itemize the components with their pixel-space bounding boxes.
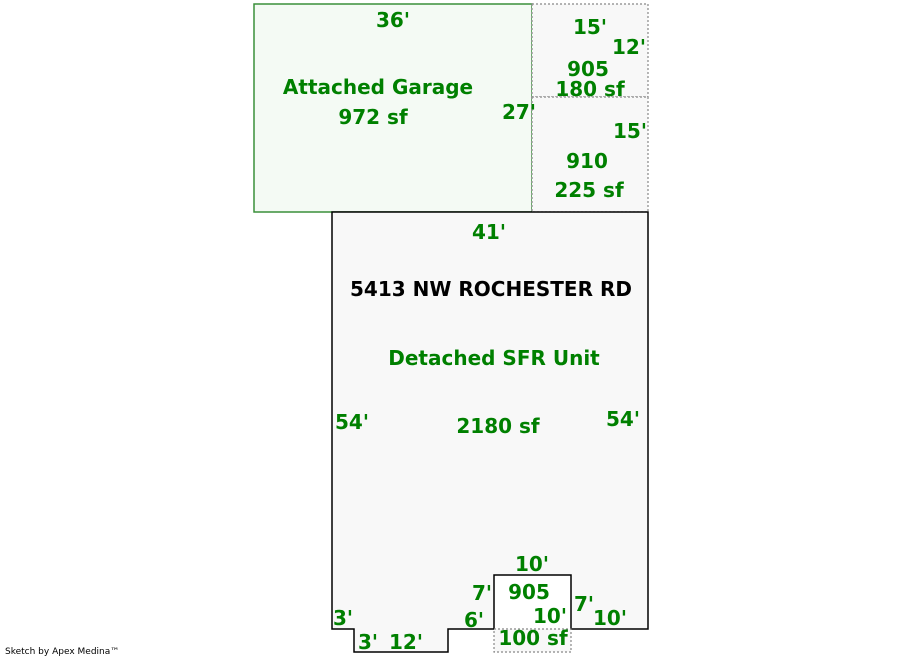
area-910-area: 225 sf [554, 178, 624, 202]
sketch-credit: Sketch by Apex Medina™ [5, 647, 120, 657]
house-right-bottom-dim: 10' [593, 606, 627, 630]
area-905-top-code: 905 [567, 57, 609, 81]
area-905-bottom-side-dim: 10' [533, 604, 567, 628]
garage-side-dim: 27' [502, 100, 536, 124]
house-notch-dim: 6' [464, 608, 484, 632]
garage-outline [253, 3, 533, 213]
area-910-code: 910 [566, 149, 608, 173]
house-bottom-dim: 12' [389, 630, 423, 654]
area-905-top-side-dim: 12' [612, 35, 646, 59]
house-left-step-dim: 3' [333, 606, 353, 630]
area-910-side-dim: 15' [613, 119, 647, 143]
area-905-bottom-top-dim: 10' [515, 552, 549, 576]
house-address: 5413 NW ROCHESTER RD [350, 277, 632, 301]
garage-top-dim: 36' [376, 8, 410, 32]
garage-name: Attached Garage [283, 75, 473, 99]
area-910-outline [531, 96, 649, 213]
house-name: Detached SFR Unit [388, 346, 600, 370]
house-bottom-step-dim: 3' [358, 630, 378, 654]
area-905-top-top-dim: 15' [573, 15, 607, 39]
house-area: 2180 sf [456, 414, 540, 438]
area-905-top-outline [531, 3, 649, 98]
house-inner-step-dim: 7' [472, 581, 492, 605]
area-905-bottom-code: 905 [508, 580, 550, 604]
garage-area: 972 sf [338, 105, 408, 129]
house-right-dim: 54' [606, 407, 640, 431]
area-905-top-area: 180 sf [555, 77, 625, 101]
house-left-dim: 54' [335, 410, 369, 434]
house-top-dim: 41' [472, 220, 506, 244]
house-right-step-dim: 7' [574, 592, 594, 616]
area-905-bottom-area: 100 sf [498, 626, 568, 650]
area-905-bottom-outline [493, 628, 572, 653]
